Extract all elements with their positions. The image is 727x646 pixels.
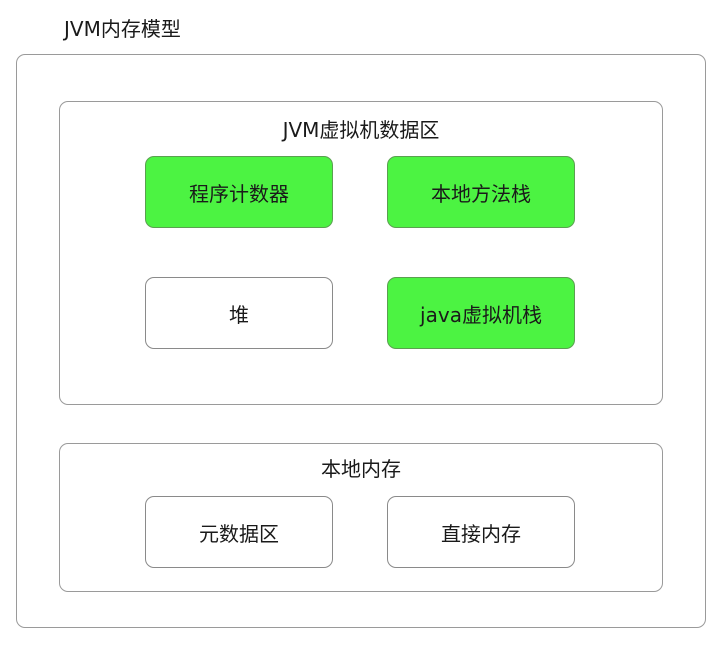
metaspace-box: 元数据区 (145, 496, 333, 568)
native-method-stack-box: 本地方法栈 (387, 156, 575, 228)
diagram-title: JVM内存模型 (64, 17, 181, 41)
java-vm-stack-box: java虚拟机栈 (387, 277, 575, 349)
jvm-data-area-region: JVM虚拟机数据区 (59, 101, 663, 405)
native-memory-label: 本地内存 (321, 457, 401, 481)
direct-memory-box: 直接内存 (387, 496, 575, 568)
program-counter-box: 程序计数器 (145, 156, 333, 228)
heap-box: 堆 (145, 277, 333, 349)
jvm-data-area-label: JVM虚拟机数据区 (282, 118, 440, 142)
